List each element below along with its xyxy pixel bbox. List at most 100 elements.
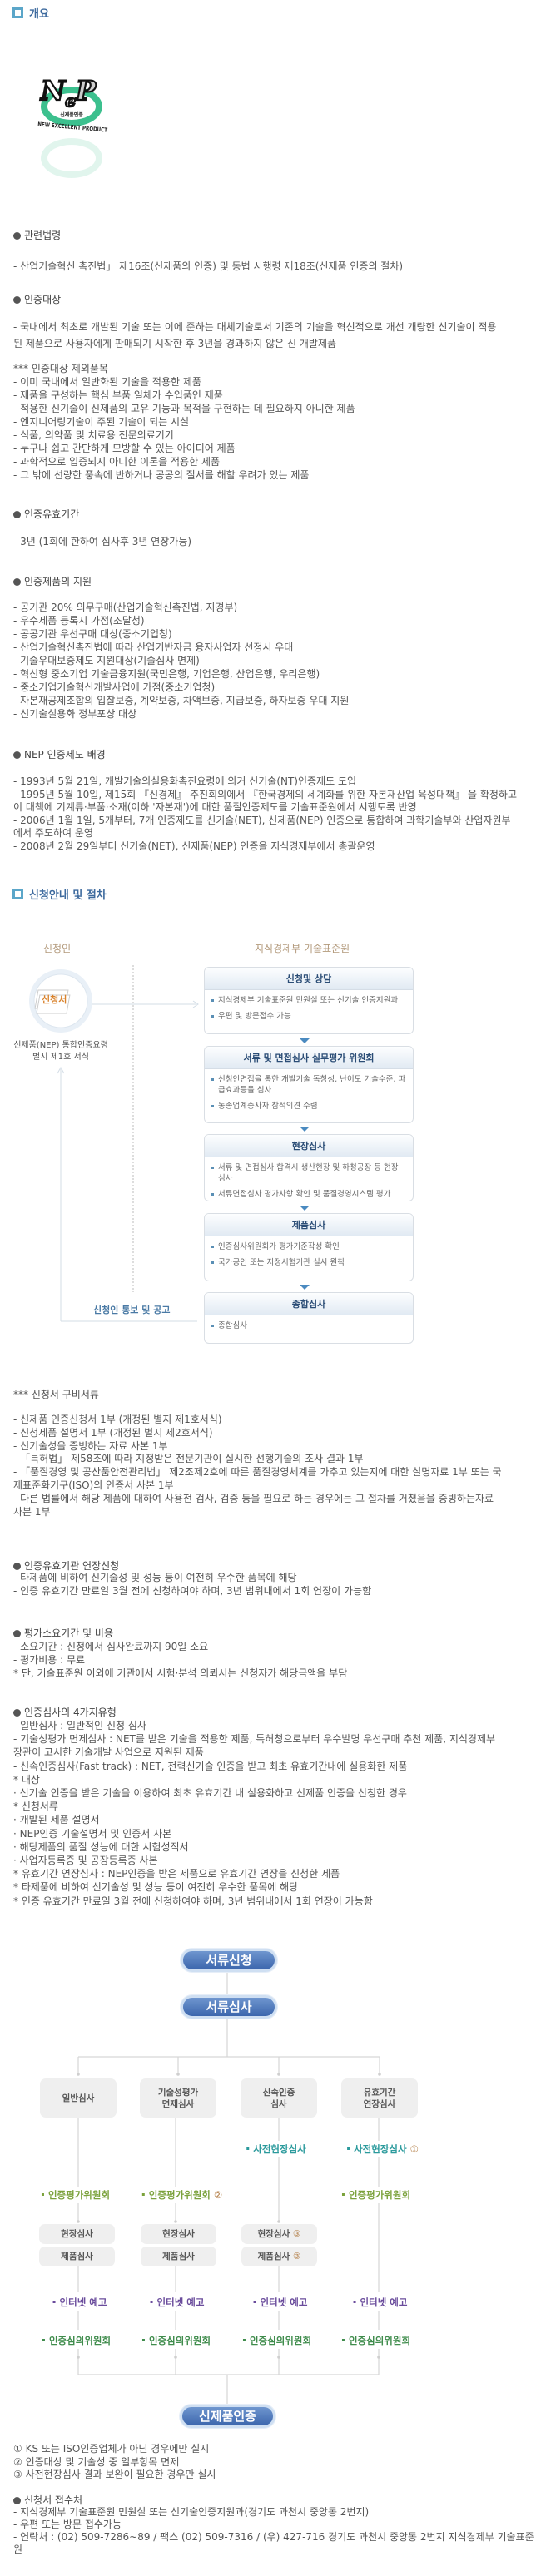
text-line: ① KS 또는 ISO인증업체가 아닌 경우에만 실시 — [13, 2443, 210, 2455]
text-line: * 단, 기술표준원 이외에 기관에서 시험·분석 의뢰시는 신청자가 해당금액… — [13, 1667, 348, 1679]
text-line: - 신기술성을 증빙하는 자료 사본 1부 — [13, 1439, 168, 1452]
text-line: - 엔지니어링기술이 주된 기술이 되는 시설 — [13, 416, 190, 428]
logo-mark: NeP — [40, 75, 97, 111]
heading-text: 평가소요기간 및 비용 — [24, 1627, 113, 1639]
label-text: 인증평가위원회 — [47, 2189, 111, 2201]
text-line: - 신속인증심사(Fast track) : NET, 전력신기술 인증을 받고… — [13, 1760, 408, 1772]
footnote-mark: ③ — [292, 2252, 301, 2261]
text-line: - 혁신형 중소기업 기술금융지원(국민은행, 기업은행, 산업은행, 우리은행… — [13, 668, 320, 680]
square-bullet-icon — [347, 2147, 350, 2150]
label-text: 인증심의위원회 — [48, 2335, 112, 2346]
flow-internet-notice: 인터넷 예고 — [150, 2296, 204, 2309]
heading-text: NEP 인증제도 배경 — [24, 749, 106, 760]
flow-site-review: 현장심사 ③ — [241, 2224, 317, 2244]
down-arrow-icon — [300, 1038, 310, 1043]
label-text: 사전현장심사 — [354, 2143, 407, 2155]
flow-internet-notice: 인터넷 예고 — [353, 2296, 408, 2309]
text-line: - 기술성평가 면제심사 : NET를 받은 기술을 적용한 제품, 특허청으로… — [13, 1733, 496, 1746]
heading-extension: 인증유효기관 연장신청 — [13, 1559, 119, 1573]
square-bullet-icon — [353, 2301, 356, 2303]
section-title: 개요 — [29, 7, 49, 21]
flow-eval-committee: 인증평가위원회 — [41, 2188, 111, 2202]
text-line: * 인증 유효기간 만료일 3월 전에 신청하여야 하며, 3년 범위내에서 1… — [13, 1895, 373, 1907]
square-bullet-icon — [141, 2339, 145, 2341]
text-line: ② 인증대상 및 기술성 중 일부항목 면제 — [13, 2455, 180, 2468]
flow-eval-committee: 인증평가위원회 ② — [141, 2188, 222, 2202]
background-list: - 1993년 5월 21일, 개발기술의실용화촉진요령에 의거 신기술(NT)… — [13, 775, 517, 854]
text-line: - 인증 유효기간 만료일 3월 전에 신청하여야 하며, 3년 범위내에서 1… — [13, 1584, 372, 1597]
target-exclusions: *** 인증대상 제외품목- 이미 국내에서 일반화된 기술을 적용한 제품- … — [13, 362, 355, 482]
square-bullet-icon — [12, 888, 23, 899]
bullet-icon — [13, 1630, 21, 1637]
heading-target: 인증대상 — [13, 293, 61, 306]
text-line: 사본 1부 — [13, 1505, 51, 1518]
type-label: 유효기간 — [363, 2087, 396, 2098]
flow-result-new-product-certification: 신제품인증 — [180, 2405, 275, 2428]
step-item: 종합심사 — [211, 1320, 406, 1331]
flow-start-document-application: 서류신청 — [181, 1949, 277, 1972]
text-line: - 2008년 2월 29일부터 신기술(NET), 신제품(NEP) 인증을 … — [13, 840, 375, 852]
flow-deliberation-committee: 인증심의위원회 — [141, 2334, 211, 2347]
step-title: 현장심사 — [205, 1135, 413, 1157]
text-line: - 신제품 인증신청서 1부 (개정된 별지 제1호서식) — [13, 1414, 222, 1425]
nep-logo: NeP 신제품인증 NEW EXCELLENT PRODUCT — [33, 70, 112, 186]
text-line: - 식품, 의약품 및 치료용 전문의료기기 — [13, 429, 174, 441]
text-line: - 신기술실용화 정부포상 대상 — [13, 708, 137, 720]
text-line: · 해당제품의 품질 성능에 대한 시험성적서 — [13, 1840, 189, 1853]
label-text: 인증심의위원회 — [148, 2335, 211, 2346]
step-item: 서류 및 면접심사 합격시 생산현장 및 하청공장 등 현장 심사 — [211, 1162, 406, 1184]
square-bullet-icon — [341, 2339, 345, 2341]
applicant-title: 신청인 — [43, 943, 72, 954]
text-line: - 국내에서 최초로 개발된 기술 또는 이에 준하는 대체기술로서 기존의 기… — [13, 321, 497, 333]
agency-title: 지식경제부 기술표준원 — [255, 943, 350, 954]
step-comprehensive-review: 종합심사 종합심사 — [204, 1292, 414, 1344]
label-text: 인터넷 예고 — [360, 2296, 408, 2308]
text-line: * 대상 — [13, 1773, 40, 1786]
procedure-connectors — [29, 965, 199, 1322]
documents-list: - 신제품 인증신청서 1부 (개정된 별지 제1호서식)- 신청제품 설명서 … — [13, 1414, 502, 1518]
step-title: 신청및 상담 — [205, 968, 413, 990]
text-line: 장관이 고시한 기술개발 사업으로 지원된 제품 — [13, 1746, 204, 1759]
heading-validity: 인증유효기간 — [13, 508, 79, 521]
text-line: - 소요기간 : 신청에서 심사완료까지 90일 소요 — [13, 1641, 209, 1652]
heading-text: 인증유효기간 — [24, 508, 80, 520]
text-line: - 공기관 20% 의무구매(산업기술혁신촉진법, 지경부) — [13, 602, 238, 613]
text-line: - 2006년 1월 1일, 5개부터, 7개 인증제도를 신기술(NET), … — [13, 814, 511, 826]
heading-types: 인증심사의 4가지유형 — [13, 1706, 117, 1719]
text-line: - 연락처 : (02) 509-7286~89 / 팩스 (02) 509-7… — [13, 2531, 534, 2543]
heading-cost: 평가소요기간 및 비용 — [13, 1627, 113, 1640]
down-arrow-icon — [300, 1285, 310, 1290]
flow-site-review: 현장심사 — [39, 2224, 115, 2244]
text-line: - 적용한 신기술이 신제품의 고유 기능과 목적을 구현하는 데 필요하지 아… — [13, 403, 355, 414]
text-line: - 신청제품 설명서 1부 (개정된 별지 제2호서식) — [13, 1426, 213, 1439]
text-line: - 지식경제부 기술표준원 민원실 또는 신기술인증지원과(경기도 과천시 중앙… — [13, 2506, 370, 2518]
text-line: 원 — [13, 2544, 23, 2555]
type-label: 면제심사 — [161, 2098, 195, 2109]
square-bullet-icon — [253, 2301, 256, 2303]
label-text: 현장심사 — [257, 2229, 290, 2239]
text-line: - 산업기술혁신촉진법에 따라 산업기반자금 융자사업자 선정시 우대 — [13, 642, 294, 653]
square-bullet-icon — [246, 2147, 250, 2150]
heading-text: 관련법령 — [24, 230, 62, 241]
text-line: - 이미 국내에서 일반화된 기술을 적용한 제품 — [13, 376, 201, 388]
label-text: 인증평가위원회 — [348, 2189, 411, 2201]
text-line: 된 제품으로 사용자에게 판매되기 시작한 후 3년을 경과하지 않은 신 개발… — [13, 338, 337, 349]
text-line: - 그 밖에 선량한 풍속에 반하거나 공공의 질서를 해할 우려가 있는 제품 — [13, 469, 310, 481]
label-text: 제품심사 — [257, 2252, 290, 2261]
type-label: 신속인증 — [262, 2087, 295, 2098]
step-item: 서류면접심사 평가사항 확인 및 품질경영시스템 평가 — [211, 1189, 406, 1200]
text-line: - 중소기업기술혁신개발사업에 가점(중소기업청) — [13, 681, 216, 693]
form-caption-line: 별지 제1호 서식 — [32, 1053, 89, 1062]
text-line: 제표준화기구(ISO)의 인증서 사본 1부 — [13, 1479, 174, 1491]
heading-support: 인증제품의 지원 — [13, 575, 92, 588]
bullet-icon — [13, 1709, 21, 1717]
flow-deliberation-committee: 인증심의위원회 — [341, 2334, 410, 2347]
types-list: - 일반심사 : 일반적인 신청 심사- 기술성평가 면제심사 : NET를 받… — [13, 1719, 495, 1908]
type-label: 기술성평가 — [157, 2087, 199, 2098]
text-line: - 평가비용 : 무료 — [13, 1654, 86, 1666]
step-title: 종합심사 — [205, 1293, 413, 1315]
